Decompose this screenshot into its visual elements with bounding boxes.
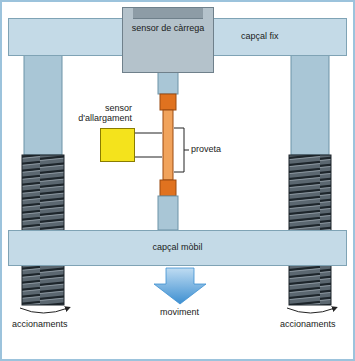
moving-crosshead: capçal mòbil [8, 230, 347, 266]
extensometer: sensor d'allargament [100, 128, 135, 162]
grip [160, 94, 176, 110]
grip [160, 180, 176, 196]
rotation-arrow [20, 308, 68, 313]
movement-label: moviment [160, 308, 199, 318]
drive-label: accionaments [12, 320, 68, 330]
column [24, 55, 62, 155]
sensor-cap [133, 8, 203, 19]
movement-arrow [154, 268, 206, 304]
specimen [163, 110, 173, 180]
node-label: capçal mòbil [9, 243, 346, 253]
rotation-arrow [287, 308, 335, 313]
heading-label: sensor d'allargament [62, 104, 132, 124]
load-sensor: sensor de càrrega [122, 7, 214, 73]
node-label: sensor de càrrega [127, 24, 209, 34]
column [291, 55, 329, 155]
node-label: capçal fix [241, 32, 279, 42]
drive-label: accionaments [280, 320, 336, 330]
extensometer-arm [135, 133, 162, 157]
part-label: proveta [191, 145, 221, 155]
upper-rod [158, 72, 178, 94]
lower-rod [158, 196, 178, 230]
leader-line [174, 128, 189, 172]
